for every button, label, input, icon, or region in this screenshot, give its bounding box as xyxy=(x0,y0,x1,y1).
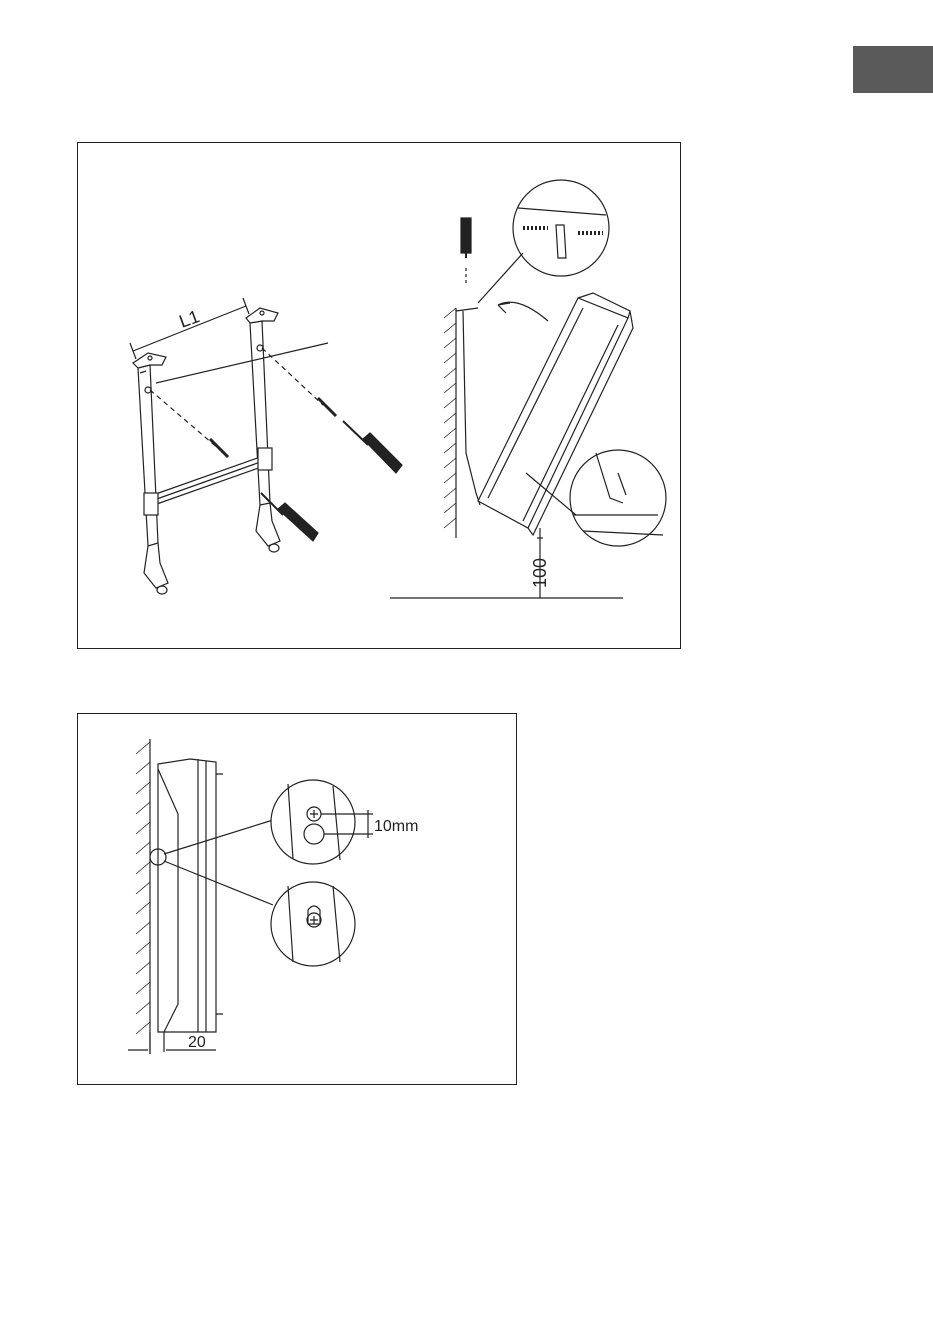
wall-gap-label: 20 xyxy=(188,1034,206,1051)
figure-bracket-mounting-drawing: L1 100 xyxy=(78,143,682,650)
floor-clearance-label: 100 xyxy=(530,558,550,588)
screw-offset-label: 10mm xyxy=(374,818,418,835)
bracket-width-label: L1 xyxy=(177,306,203,332)
section-tab-marker xyxy=(853,46,933,93)
figure-wall-fixing-drawing: 10mm 20 xyxy=(78,714,518,1086)
heater-side-profile xyxy=(150,759,223,1032)
wall-bracket-illustration xyxy=(130,298,402,594)
heater-hanging-illustration xyxy=(390,180,666,598)
figure-bracket-mounting: L1 100 xyxy=(77,142,681,649)
figure-wall-fixing-detail: 10mm 20 xyxy=(77,713,517,1085)
